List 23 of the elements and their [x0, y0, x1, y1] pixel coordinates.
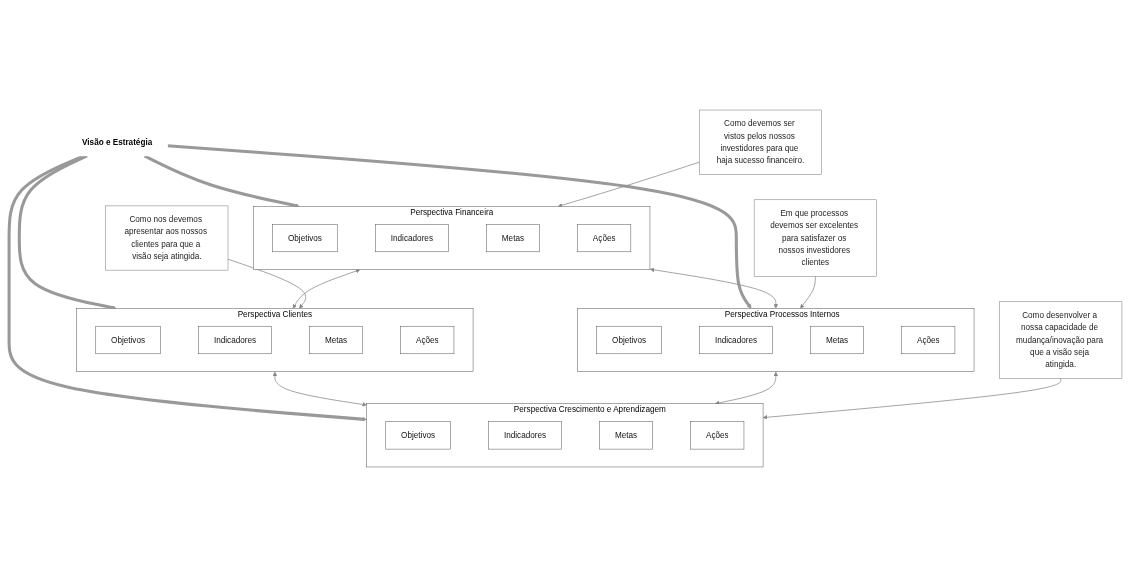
node-box: Metas — [486, 224, 540, 253]
node-box: Ações — [577, 224, 632, 253]
node-text: Visão e Estratégia — [82, 137, 153, 147]
arrow — [143, 154, 300, 208]
node-box: Ações — [901, 325, 956, 355]
node-box: Ações — [400, 325, 455, 355]
node-box: Objetivos — [272, 224, 338, 253]
node-box: Metas — [810, 325, 864, 355]
node-box: Indicadores — [375, 224, 449, 253]
node-box: Como devemos ser vistos pelos nossos investidores para que haja sucesso financeiro. — [699, 109, 822, 175]
node-box: Indicadores — [488, 421, 562, 450]
node-box: Objetivos — [385, 421, 451, 450]
node-box: Indicadores — [198, 325, 272, 355]
node-box: Como nos devemos apresentar aos nossos clientes para que a visão seja atingida. — [105, 205, 229, 271]
arrow — [17, 154, 117, 310]
node-box: Objetivos — [95, 325, 161, 355]
node-box: Metas — [309, 325, 363, 355]
node-box: Indicadores — [699, 325, 773, 355]
node-box: Ações — [690, 421, 745, 450]
node-box: Como desenvolver a nossa capacidade de mudança/inovação para que a visão seja atingida. — [999, 301, 1123, 379]
node-box: Objetivos — [596, 325, 662, 355]
node-box: Em que processos devemos ser excelentes para satisfazer os nossos investidores clientes — [753, 199, 877, 277]
node-box: Metas — [599, 421, 653, 450]
